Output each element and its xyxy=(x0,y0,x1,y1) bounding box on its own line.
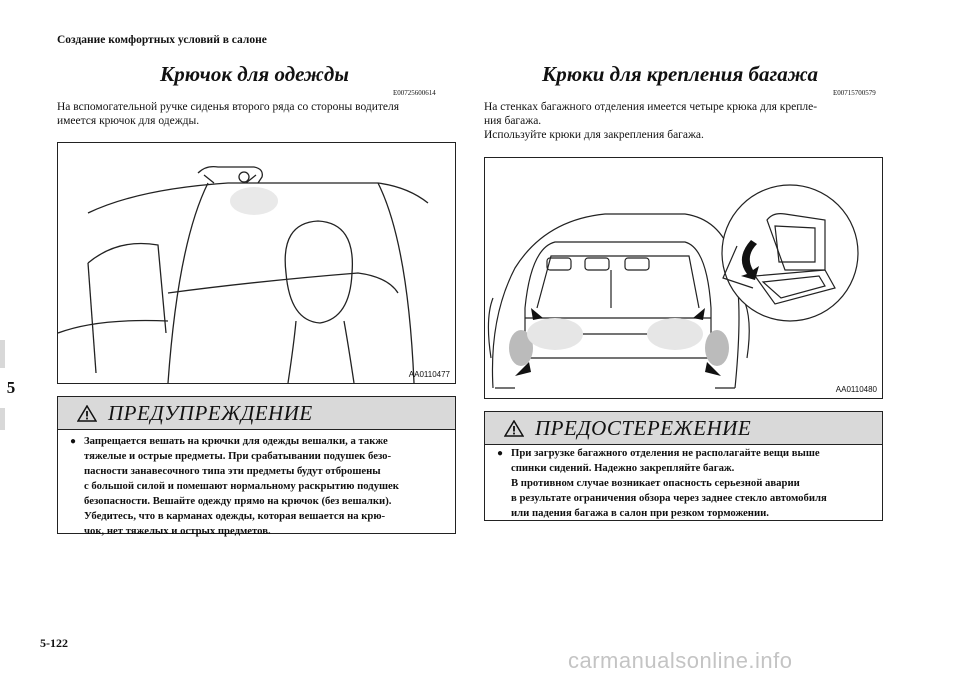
warning-line: Убедитесь, что в карманах одежды, котора… xyxy=(84,510,386,522)
right-text-line: На стенках багажного отделения имеется ч… xyxy=(484,101,818,113)
warning-triangle-icon xyxy=(504,420,524,437)
warning-body: ● Запрещается вешать на крючки для одежд… xyxy=(70,434,450,539)
left-text-line: имеется крючок для одежды. xyxy=(57,115,200,127)
right-code: E00715700579 xyxy=(833,89,876,97)
caution-box: ПРЕДОСТЕРЕЖЕНИЕ ● При загрузке багажного… xyxy=(484,411,883,521)
watermark: carmanualsonline.info xyxy=(568,648,793,673)
left-figure-label: AA0110477 xyxy=(408,370,450,379)
caution-body: ● При загрузке багажного отделения не ра… xyxy=(497,446,877,521)
warning-bullet: ● xyxy=(70,436,77,447)
right-text-line: ния багажа. xyxy=(484,115,542,127)
chapter-number: 5 xyxy=(0,368,22,408)
warning-line: безопасности. Вешайте одежду прямо на кр… xyxy=(84,495,392,507)
caution-line: в результате ограничения обзора через за… xyxy=(511,492,827,504)
luggage-hooks-illustration xyxy=(487,184,859,389)
caution-line: В противном случае возникает опасность с… xyxy=(511,477,800,489)
caution-header: ПРЕДОСТЕРЕЖЕНИЕ xyxy=(485,412,882,445)
coat-hook-figure: AA0110477 xyxy=(57,142,456,384)
warning-triangle-icon xyxy=(77,405,97,422)
right-text-line: Используйте крюки для закрепления багажа… xyxy=(484,129,704,141)
coat-hook-illustration xyxy=(57,165,429,384)
warning-line: с большой силой и помешают нормальному р… xyxy=(84,480,399,492)
caution-title: ПРЕДОСТЕРЕЖЕНИЕ xyxy=(535,416,752,440)
right-figure-label: AA0110480 xyxy=(835,385,877,394)
left-code: E00725600614 xyxy=(393,89,436,97)
section-header: Создание комфортных условий в салоне xyxy=(57,34,267,46)
warning-line: чок, нет тяжелых и острых предметов. xyxy=(84,525,271,537)
warning-header: ПРЕДУПРЕЖДЕНИЕ xyxy=(58,397,455,430)
caution-line: При загрузке багажного отделения не расп… xyxy=(511,447,820,459)
warning-line: Запрещается вешать на крючки для одежды … xyxy=(84,435,388,447)
right-title: Крюки для крепления багажа xyxy=(542,62,819,86)
luggage-hooks-figure: AA0110480 xyxy=(484,157,883,399)
left-text: На вспомогательной ручке сиденья второго… xyxy=(57,100,399,128)
page-number: 5-122 xyxy=(40,636,68,650)
right-text: На стенках багажного отделения имеется ч… xyxy=(484,100,817,142)
warning-title: ПРЕДУПРЕЖДЕНИЕ xyxy=(108,401,313,425)
warning-box: ПРЕДУПРЕЖДЕНИЕ ● Запрещается вешать на к… xyxy=(57,396,456,537)
caution-line: спинки сидений. Надежно закрепляйте бага… xyxy=(511,462,735,474)
caution-line: или падения багажа в салон при резком то… xyxy=(511,507,769,519)
caution-bullet: ● xyxy=(497,448,504,459)
left-title: Крючок для одежды xyxy=(160,62,349,86)
warning-line: тяжелые и острые предметы. При срабатыва… xyxy=(84,450,392,462)
warning-line: пасности занавесочного типа эти предметы… xyxy=(84,465,381,477)
left-text-line: На вспомогательной ручке сиденья второго… xyxy=(57,101,400,113)
